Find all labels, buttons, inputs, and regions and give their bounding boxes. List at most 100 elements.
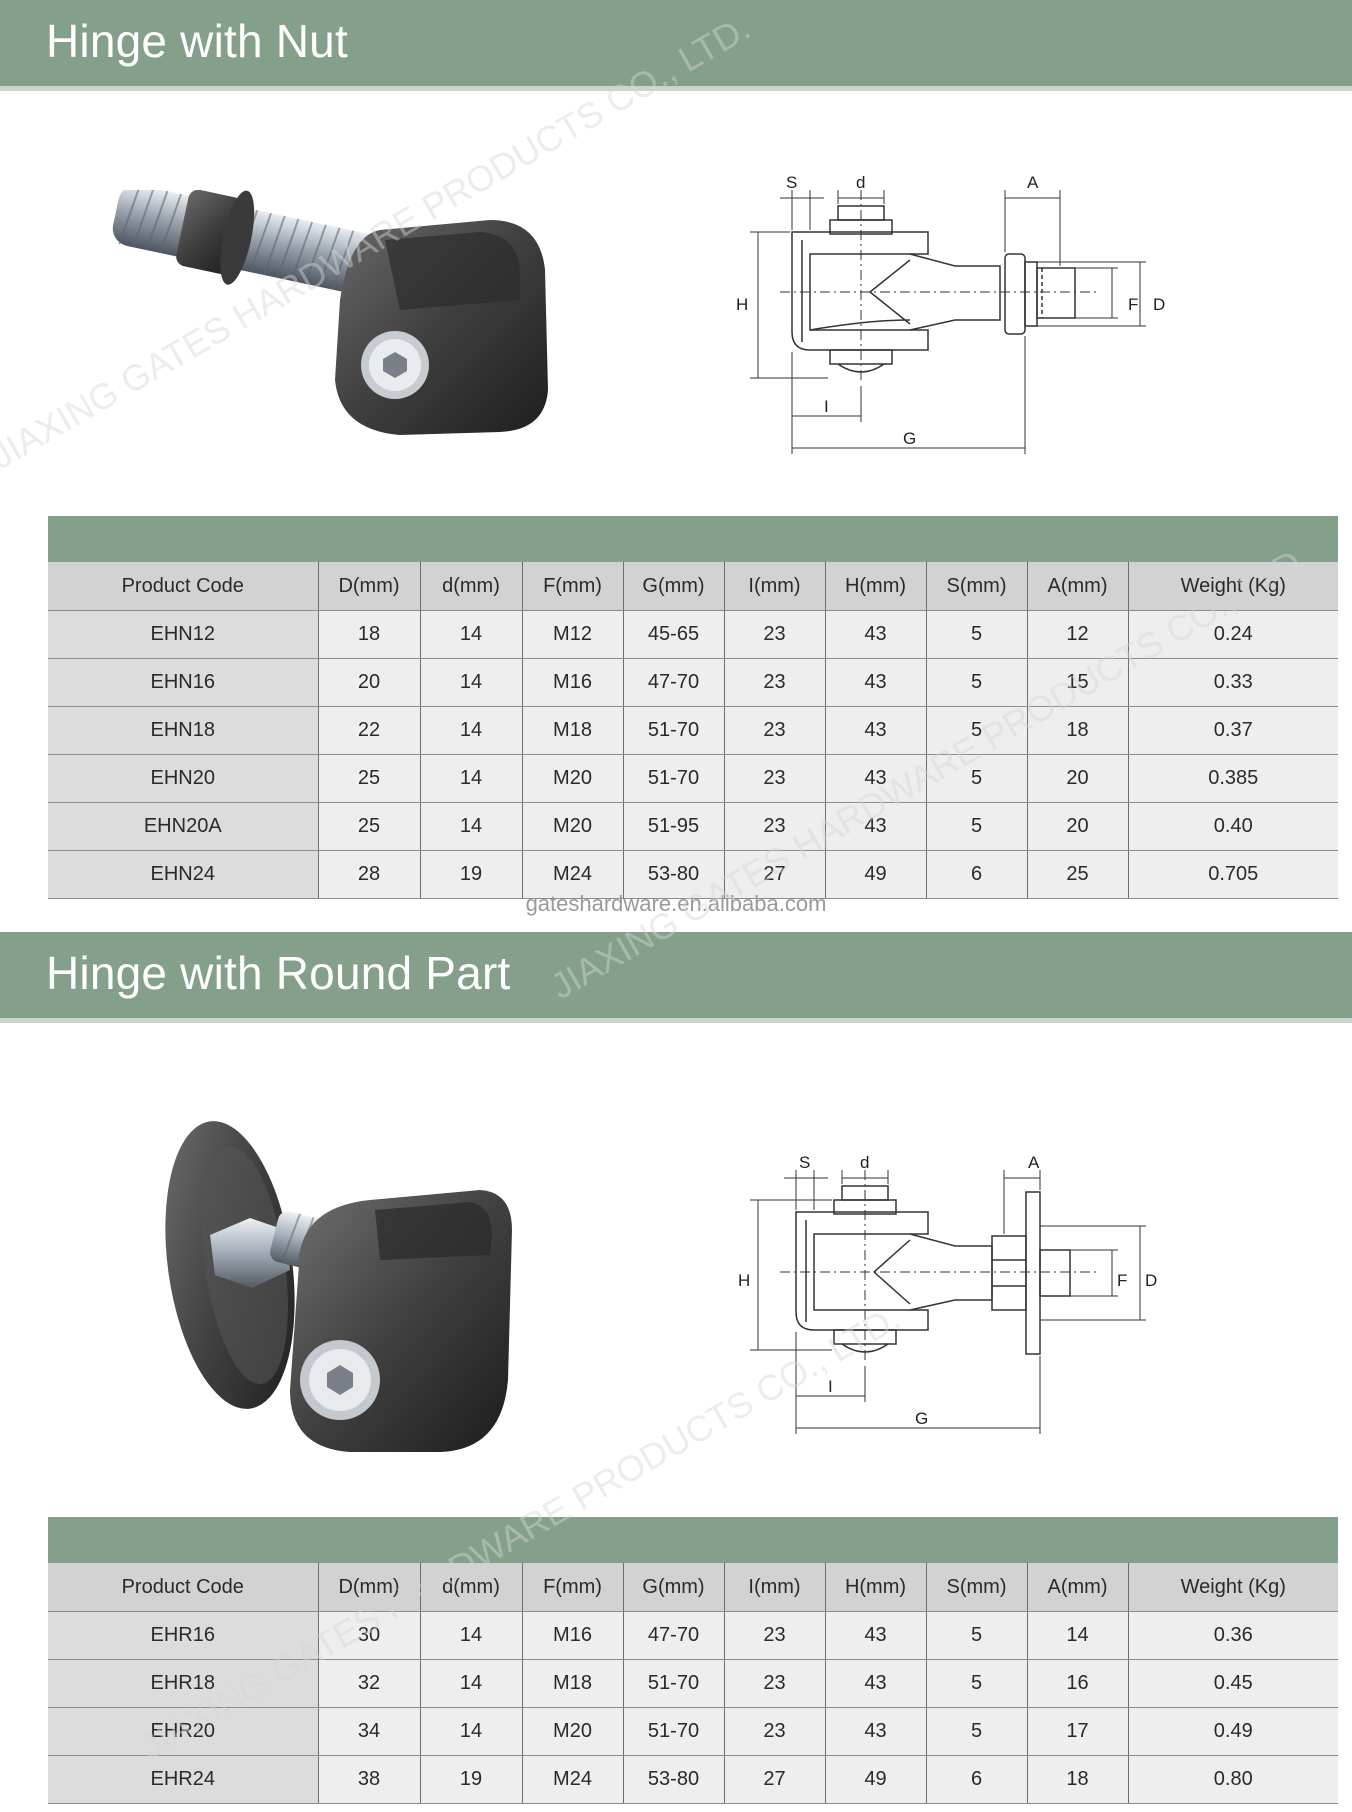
spec-cell: 0.49 <box>1128 1707 1338 1756</box>
spec-cell: M24 <box>522 850 624 899</box>
spec-cell: 49 <box>825 1755 927 1804</box>
dim-label-f: F <box>1117 1271 1127 1290</box>
spec-cell: 53-80 <box>623 1755 725 1804</box>
spec-cell: 47-70 <box>623 1611 725 1660</box>
column-header: D(mm) <box>318 1563 421 1612</box>
spec-cell: M16 <box>522 658 624 707</box>
spec-cell: 5 <box>926 754 1028 803</box>
dim-label-a: A <box>1028 1153 1040 1172</box>
spec-cell: 19 <box>420 850 523 899</box>
dim-label-s: S <box>799 1153 810 1172</box>
spec-cell: 5 <box>926 610 1028 659</box>
spec-cell: 51-95 <box>623 802 725 851</box>
spec-cell: 0.33 <box>1128 658 1338 707</box>
spec-cell: 23 <box>724 802 826 851</box>
spec-cell: 14 <box>420 1659 523 1708</box>
dim-label-d-big: D <box>1153 295 1165 314</box>
column-header: G(mm) <box>623 562 725 611</box>
column-header: H(mm) <box>825 562 927 611</box>
spec-cell: 14 <box>420 658 523 707</box>
spec-cell: 14 <box>420 754 523 803</box>
product-code-cell: EHN12 <box>48 610 319 659</box>
column-header: D(mm) <box>318 562 421 611</box>
spec-cell: 43 <box>825 1707 927 1756</box>
spec-cell: 51-70 <box>623 1659 725 1708</box>
website-url: gateshardware.en.alibaba.com <box>525 891 827 916</box>
column-header: F(mm) <box>522 562 624 611</box>
hinge-with-nut-photo <box>112 190 548 435</box>
spec-cell: 5 <box>926 1611 1028 1660</box>
spec-cell: 34 <box>318 1707 421 1756</box>
spec-cell: 23 <box>724 754 826 803</box>
dim-label-d-big: D <box>1145 1271 1157 1290</box>
spec-cell: 23 <box>724 658 826 707</box>
dim-label-d-small: d <box>856 173 865 192</box>
spec-cell: 5 <box>926 658 1028 707</box>
hinge-with-nut-technical-drawing: S d A H F D I G <box>736 173 1165 454</box>
spec-cell: 15 <box>1027 658 1129 707</box>
spec-cell: 16 <box>1027 1659 1129 1708</box>
spec-cell: M16 <box>522 1611 624 1660</box>
spec-cell: 5 <box>926 706 1028 755</box>
section-banner-round-part: Hinge with Round Part <box>0 932 1352 1023</box>
spec-cell: 28 <box>318 850 421 899</box>
column-header: A(mm) <box>1027 1563 1129 1612</box>
spec-cell: 32 <box>318 1659 421 1708</box>
spec-cell: 6 <box>926 850 1028 899</box>
spec-cell: 20 <box>1027 754 1129 803</box>
spec-cell: M20 <box>522 802 624 851</box>
column-header: I(mm) <box>724 562 826 611</box>
column-header: I(mm) <box>724 1563 826 1612</box>
spec-cell: 0.385 <box>1128 754 1338 803</box>
hinge-with-round-part-photo <box>165 1121 512 1452</box>
spec-cell: 0.40 <box>1128 802 1338 851</box>
dim-label-i: I <box>824 397 829 416</box>
spec-cell: 45-65 <box>623 610 725 659</box>
spec-cell: 25 <box>1027 850 1129 899</box>
dim-label-s: S <box>786 173 797 192</box>
spec-cell: 38 <box>318 1755 421 1804</box>
dim-label-h: H <box>736 295 748 314</box>
spec-cell: 23 <box>724 1611 826 1660</box>
spec-cell: 18 <box>1027 1755 1129 1804</box>
spec-cell: 14 <box>420 1707 523 1756</box>
spec-cell: 47-70 <box>623 658 725 707</box>
spec-cell: 43 <box>825 658 927 707</box>
spec-cell: 27 <box>724 850 826 899</box>
spec-cell: 53-80 <box>623 850 725 899</box>
spec-cell: 14 <box>1027 1611 1129 1660</box>
product-code-cell: EHR18 <box>48 1659 319 1708</box>
dim-label-d-small: d <box>860 1153 869 1172</box>
dim-label-g: G <box>915 1409 928 1428</box>
column-header: G(mm) <box>623 1563 725 1612</box>
spec-cell: 20 <box>1027 802 1129 851</box>
spec-cell: 25 <box>318 802 421 851</box>
dim-label-h: H <box>738 1271 750 1290</box>
spec-cell: M20 <box>522 754 624 803</box>
spec-cell: 18 <box>318 610 421 659</box>
spec-cell: 14 <box>420 610 523 659</box>
spec-cell: M18 <box>522 706 624 755</box>
table-header-bar <box>48 516 1338 562</box>
dim-label-g: G <box>903 429 916 448</box>
product-code-cell: EHN20A <box>48 802 319 851</box>
spec-cell: 0.36 <box>1128 1611 1338 1660</box>
column-header: F(mm) <box>522 1563 624 1612</box>
section-title: Hinge with Round Part <box>46 947 511 999</box>
spec-cell: 0.705 <box>1128 850 1338 899</box>
product-code-cell: EHR20 <box>48 1707 319 1756</box>
spec-cell: 51-70 <box>623 1707 725 1756</box>
spec-cell: 43 <box>825 802 927 851</box>
spec-cell: 43 <box>825 706 927 755</box>
spec-cell: 43 <box>825 1611 927 1660</box>
column-header: d(mm) <box>420 1563 523 1612</box>
spec-cell: 0.37 <box>1128 706 1338 755</box>
